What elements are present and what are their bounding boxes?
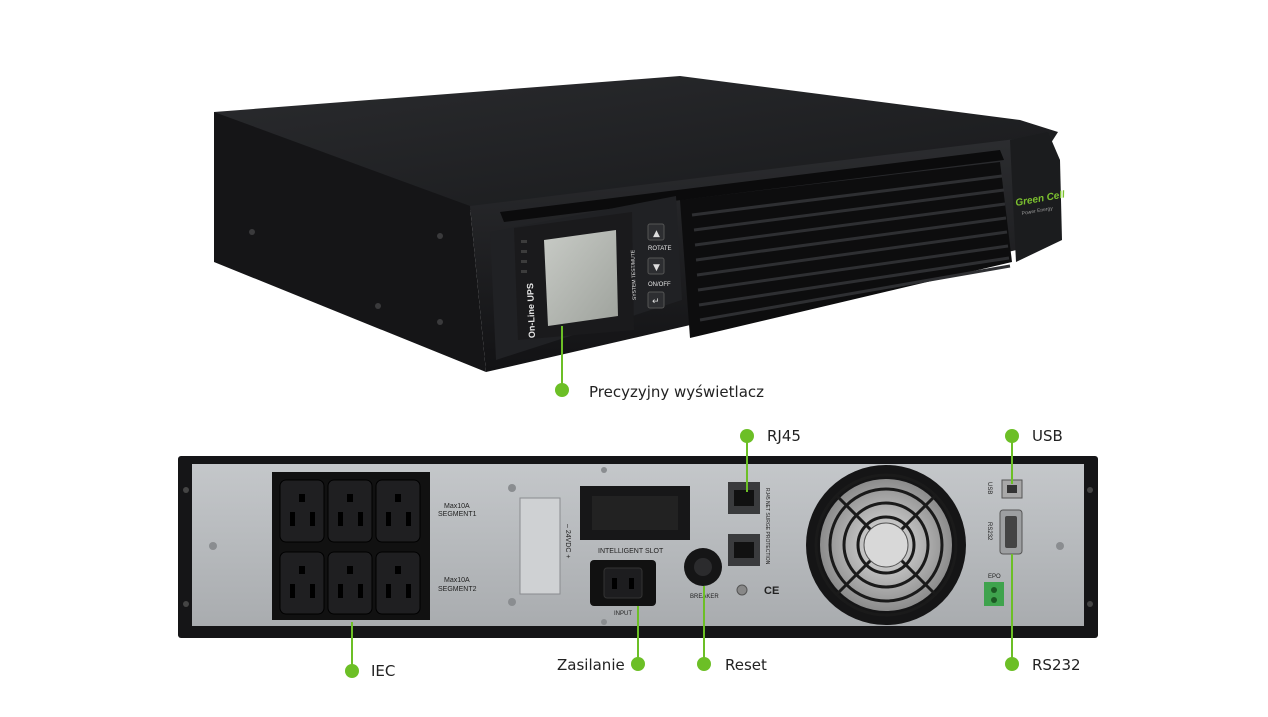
intelligent-slot-label: INTELLIGENT SLOT [598, 548, 664, 555]
rs232-callout-label: RS232 [1032, 656, 1081, 674]
svg-text:▲: ▲ [653, 229, 660, 239]
rs232-callout-dot [1005, 657, 1019, 671]
ups-front-unit: Green Cell Power Energy On-Line UPS ▲ ▼ … [214, 76, 1066, 372]
display-leader-line [561, 326, 563, 384]
rj45-callout-label: RJ45 [767, 427, 801, 445]
rj45-side-label: RJ45 NET SURGE PROTECTION [764, 488, 770, 565]
rs232-leader-line [1011, 554, 1013, 662]
segment2-max-label: Max10A [444, 577, 470, 584]
brand-subtitle: Power Energy [1021, 206, 1053, 217]
display-callout-label: Precyzyjny wyświetlacz [589, 383, 765, 401]
rotate-label: ROTATE [648, 246, 671, 252]
lcd-display [544, 230, 618, 326]
epo-terminal [984, 582, 1004, 606]
usb-port-label: USB [986, 482, 992, 494]
power-callout-dot [631, 657, 645, 671]
down-button[interactable] [647, 257, 665, 275]
svg-text:↵: ↵ [652, 297, 660, 307]
ups-rear-unit: Max10A SEGMENT1 Max10A SEGMENT2 – 24VDC … [178, 456, 1098, 638]
usb-leader-line [1011, 440, 1013, 484]
segment1-max-label: Max10A [444, 503, 470, 510]
reset-callout-label: Reset [725, 656, 767, 674]
epo-label: EPO [988, 574, 1001, 580]
usb-callout-dot [1005, 429, 1019, 443]
status-led-indicators [521, 240, 527, 273]
iec-callout-label: IEC [371, 662, 396, 680]
dc-battery-port [519, 497, 561, 595]
enter-button[interactable] [647, 291, 665, 309]
front-control-buttons: ▲ ▼ ↵ ROTATE ON/OFF SYSTEM TEST/MUTE [630, 223, 671, 309]
system-test-label: SYSTEM TEST/MUTE [630, 249, 638, 300]
ce-mark: CE [764, 585, 779, 597]
power-callout-label: Zasilanie [557, 656, 625, 674]
svg-text:▼: ▼ [653, 263, 660, 273]
rj45-callout-dot [740, 429, 754, 443]
reset-callout-dot [697, 657, 711, 671]
input-label: INPUT [614, 611, 632, 617]
power-leader-line [637, 606, 639, 664]
segment2-label: SEGMENT2 [438, 586, 477, 593]
reset-leader-line [703, 586, 705, 662]
segment1-label: SEGMENT1 [438, 511, 477, 518]
front-vertical-label: On-Line UPS [525, 283, 537, 338]
up-button[interactable] [647, 223, 665, 241]
iec-callout-dot [345, 664, 359, 678]
dc-voltage-label: – 24VDC + [564, 524, 571, 558]
display-callout-dot [555, 383, 569, 397]
usb-callout-label: USB [1032, 427, 1063, 445]
iec-leader-line [351, 622, 353, 670]
onoff-label: ON/OFF [648, 282, 671, 288]
rs232-port-label: RS232 [986, 522, 992, 541]
rj45-leader-line [746, 440, 748, 492]
